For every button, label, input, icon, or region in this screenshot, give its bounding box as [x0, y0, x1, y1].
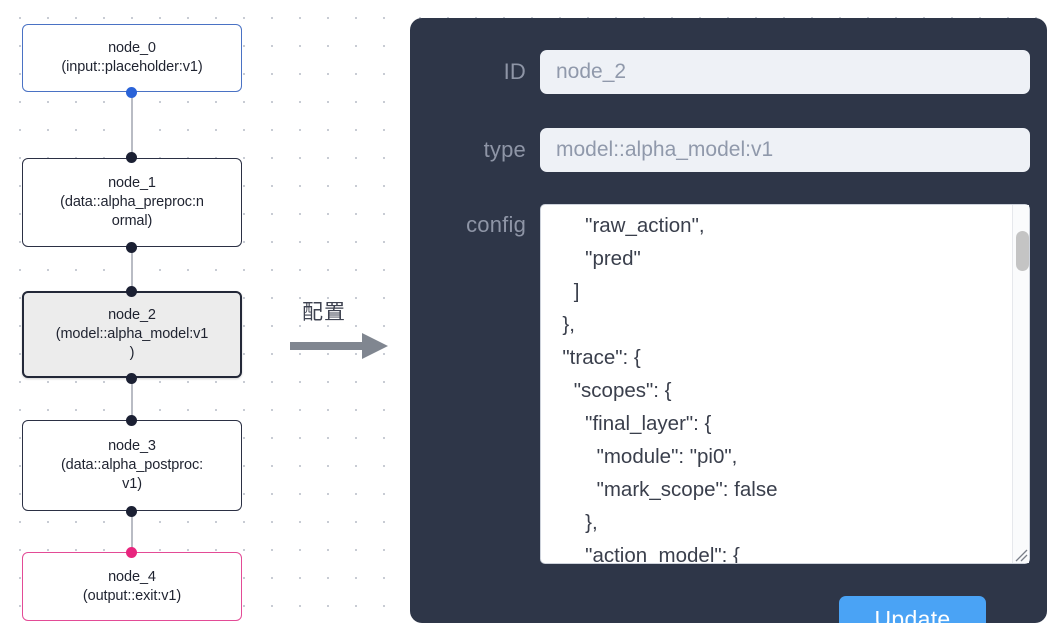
- node-title: node_1: [108, 175, 156, 191]
- node-title: node_2: [108, 307, 156, 323]
- node-subtitle: (model::alpha_model:v1: [55, 326, 209, 342]
- port-node_0-out[interactable]: [126, 87, 137, 98]
- graph-node-node_4[interactable]: node_4 (output::exit:v1): [22, 552, 242, 621]
- field-row-id: ID: [430, 50, 1030, 94]
- port-node_3-out[interactable]: [126, 506, 137, 517]
- id-input[interactable]: [540, 50, 1030, 94]
- transition-arrow-group: 配置: [288, 296, 398, 362]
- edge-node3-node4: [131, 511, 133, 552]
- port-node_1-out[interactable]: [126, 242, 137, 253]
- arrow-right-icon: [290, 333, 388, 359]
- node-subtitle: (data::alpha_preproc:n: [60, 194, 204, 210]
- node-title: node_4: [108, 568, 156, 585]
- edge-node1-node2: [131, 247, 133, 291]
- node-subtitle: (input::placeholder:v1): [61, 59, 203, 75]
- node-label: node_2 (model::alpha_model:v1 ): [56, 306, 209, 363]
- node-subtitle-cont: v1): [122, 476, 142, 492]
- node-subtitle-cont: ): [129, 345, 135, 361]
- port-node_2-in[interactable]: [126, 286, 137, 297]
- type-field-label: type: [483, 137, 526, 162]
- arrow-label: 配置: [302, 300, 346, 324]
- graph-node-node_0[interactable]: node_0 (input::placeholder:v1): [22, 24, 242, 92]
- node-title: node_0: [108, 40, 156, 56]
- graph-node-node_2[interactable]: node_2 (model::alpha_model:v1 ): [22, 291, 242, 378]
- port-node_4-in[interactable]: [126, 547, 137, 558]
- node-label: node_1 (data::alpha_preproc:n ormal): [60, 174, 204, 231]
- node-title: node_3: [108, 438, 156, 454]
- graph-canvas[interactable]: node_0 (input::placeholder:v1) node_1 (d…: [0, 0, 400, 643]
- port-node_3-in[interactable]: [126, 415, 137, 426]
- node-subtitle: (data::alpha_postproc:: [60, 457, 204, 473]
- update-button[interactable]: Update: [839, 596, 986, 623]
- node-label: node_0 (input::placeholder:v1): [61, 39, 202, 77]
- field-row-type: type: [430, 128, 1030, 172]
- field-row-config: config "raw_action", "pred" ] }, "trace"…: [430, 204, 1030, 564]
- config-scrollbar[interactable]: [1012, 205, 1029, 563]
- node-config-panel: ID type config "raw_action", "pred" ] },…: [410, 18, 1047, 623]
- config-field-label: config: [466, 212, 526, 237]
- node-label: node_4 (output::exit:v1): [83, 568, 181, 606]
- config-scrollbar-thumb[interactable]: [1016, 231, 1029, 271]
- port-node_1-in[interactable]: [126, 152, 137, 163]
- graph-node-node_1[interactable]: node_1 (data::alpha_preproc:n ormal): [22, 158, 242, 247]
- port-node_2-out[interactable]: [126, 373, 137, 384]
- graph-node-node_3[interactable]: node_3 (data::alpha_postproc: v1): [22, 420, 242, 511]
- type-input[interactable]: [540, 128, 1030, 172]
- config-textarea[interactable]: "raw_action", "pred" ] }, "trace": { "sc…: [540, 204, 1030, 564]
- id-field-label: ID: [503, 59, 526, 84]
- bottom-white-strip: [0, 627, 1062, 643]
- resize-handle-icon[interactable]: [1013, 547, 1028, 562]
- node-label: node_3 (data::alpha_postproc: v1): [61, 437, 203, 494]
- edge-node0-node1: [131, 92, 133, 158]
- node-subtitle-cont: ormal): [111, 213, 153, 229]
- node-subtitle: (output::exit:v1): [82, 587, 182, 604]
- edge-node2-node3: [131, 378, 133, 420]
